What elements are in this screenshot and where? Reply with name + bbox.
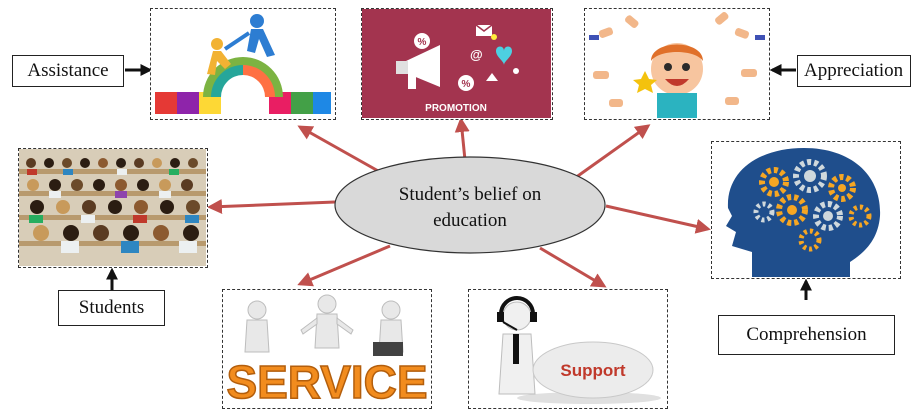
label-assistance: Assistance xyxy=(12,55,124,87)
arrow-to-appreciation xyxy=(574,124,651,180)
cheering-boy-icon xyxy=(585,9,768,118)
center-ellipse xyxy=(334,156,606,254)
promotion-caption: PROMOTION xyxy=(425,103,487,114)
appreciation-image-frame xyxy=(584,8,770,120)
svg-text:@: @ xyxy=(470,47,483,62)
support-operator-icon: Support xyxy=(469,290,666,407)
connector-arrows xyxy=(207,117,711,288)
svg-text:%: % xyxy=(418,37,427,48)
arrow-to-promotion xyxy=(454,117,470,161)
service-word: SERVICE xyxy=(226,356,427,407)
svg-text:%: % xyxy=(462,79,471,90)
service-image-frame: SERVICE xyxy=(222,289,432,409)
label-arrows xyxy=(106,64,812,300)
center-text-line1: Student’s belief on xyxy=(399,184,542,205)
center-text-line2: education xyxy=(433,210,507,231)
support-image-frame: Support xyxy=(468,289,668,409)
arrow-to-support xyxy=(539,246,607,288)
support-word: Support xyxy=(560,361,625,380)
label-appreciation: Appreciation xyxy=(797,55,911,87)
puzzle-bridge-icon xyxy=(151,14,334,118)
students-image-frame xyxy=(18,148,208,268)
arrow-to-comprehension xyxy=(605,204,711,234)
promotion-image-frame: % % @ PROMOTION xyxy=(361,8,553,120)
center-node: Student’s belief on education xyxy=(334,156,606,254)
comprehension-image-frame xyxy=(711,141,901,279)
service-people-icon: SERVICE xyxy=(223,290,430,408)
arrow-to-service xyxy=(297,244,391,287)
lecture-hall-icon xyxy=(19,149,206,266)
label-comprehension: Comprehension xyxy=(718,315,895,355)
assistance-image-frame xyxy=(150,8,336,120)
megaphone-icon: % % @ PROMOTION xyxy=(362,9,551,118)
label-students: Students xyxy=(58,290,165,326)
arrow-to-students xyxy=(207,199,336,215)
gear-head-icon xyxy=(712,142,899,277)
arrow-to-assistance xyxy=(297,125,381,174)
